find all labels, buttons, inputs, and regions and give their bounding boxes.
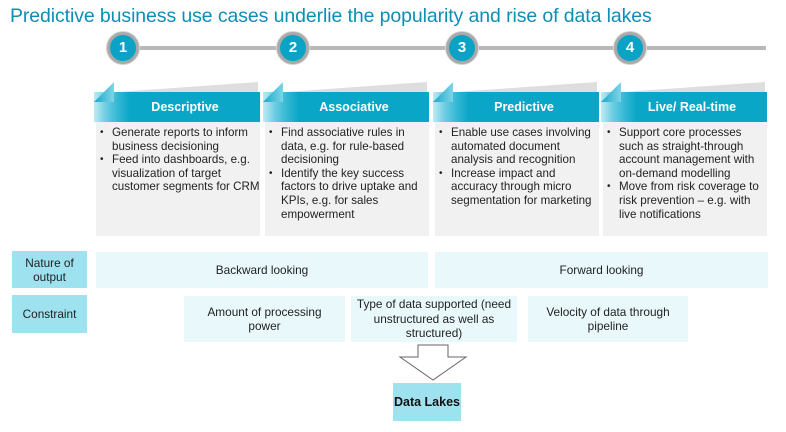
bullet-item: Generate reports to inform business deci… <box>100 126 260 153</box>
ribbon-corner <box>94 82 114 102</box>
stage-header: Predictive <box>433 82 599 122</box>
ribbon-corner <box>433 82 453 102</box>
row-label-nature-of-output: Nature of output <box>12 251 87 288</box>
bullet-item: Support core processes such as straight-… <box>607 126 767 180</box>
step-marker-1: 1 <box>107 32 139 64</box>
result-data-lakes: Data Lakes <box>393 383 461 421</box>
cell-text: Type of data supported (need unstructure… <box>356 297 512 341</box>
ribbon-paper-fold <box>623 82 765 92</box>
bullet-item: Identify the key success factors to driv… <box>269 167 429 221</box>
down-arrow-icon <box>398 344 468 381</box>
stage-description: Enable use cases involving automated doc… <box>433 122 599 236</box>
stage-description: Generate reports to inform business deci… <box>94 122 260 236</box>
ribbon-paper-fold <box>116 82 258 92</box>
bullet-item: Feed into dashboards, e.g. visualization… <box>100 153 260 194</box>
ribbon-corner <box>601 82 621 102</box>
stage-header-label: Predictive <box>494 100 554 114</box>
bullet-item: Increase impact and accuracy through mic… <box>439 167 599 208</box>
cell-forward-looking: Forward looking <box>435 252 768 288</box>
row-label-text: Constraint <box>22 307 77 321</box>
ribbon-paper-fold <box>455 82 597 92</box>
step-marker-3: 3 <box>446 32 478 64</box>
timeline-line <box>118 46 766 50</box>
stage-description: Find associative rules in data, e.g. for… <box>263 122 429 236</box>
step-marker-2: 2 <box>277 32 309 64</box>
cell-data-type: Type of data supported (need unstructure… <box>351 296 517 342</box>
cell-text: Backward looking <box>215 262 309 277</box>
row-label-constraint: Constraint <box>12 295 87 333</box>
cell-processing-power: Amount of processing power <box>184 296 345 342</box>
stage-header: Associative <box>263 82 429 122</box>
stage-header-label: Descriptive <box>151 100 219 114</box>
cell-data-velocity: Velocity of data through pipeline <box>528 296 688 342</box>
stage-description: Support core processes such as straight-… <box>601 122 767 236</box>
result-label: Data Lakes <box>393 395 460 409</box>
stage-header-label: Associative <box>319 100 389 114</box>
bullet-item: Move from risk coverage to risk preventi… <box>607 180 767 221</box>
page-title: Predictive business use cases underlie t… <box>10 5 652 27</box>
cell-text: Velocity of data through pipeline <box>546 304 670 333</box>
cell-text: Forward looking <box>559 262 644 277</box>
ribbon-paper-fold <box>285 82 427 92</box>
ribbon-corner <box>263 82 283 102</box>
bullet-item: Find associative rules in data, e.g. for… <box>269 126 429 167</box>
step-marker-4: 4 <box>614 32 646 64</box>
stage-header: Descriptive <box>94 82 260 122</box>
cell-backward-looking: Backward looking <box>96 252 428 288</box>
stage-header: Live/ Real-time <box>601 82 767 122</box>
row-label-text: Nature of output <box>25 255 74 284</box>
cell-text: Amount of processing power <box>207 304 322 333</box>
stage-header-label: Live/ Real-time <box>647 100 737 114</box>
bullet-item: Enable use cases involving automated doc… <box>439 126 599 167</box>
